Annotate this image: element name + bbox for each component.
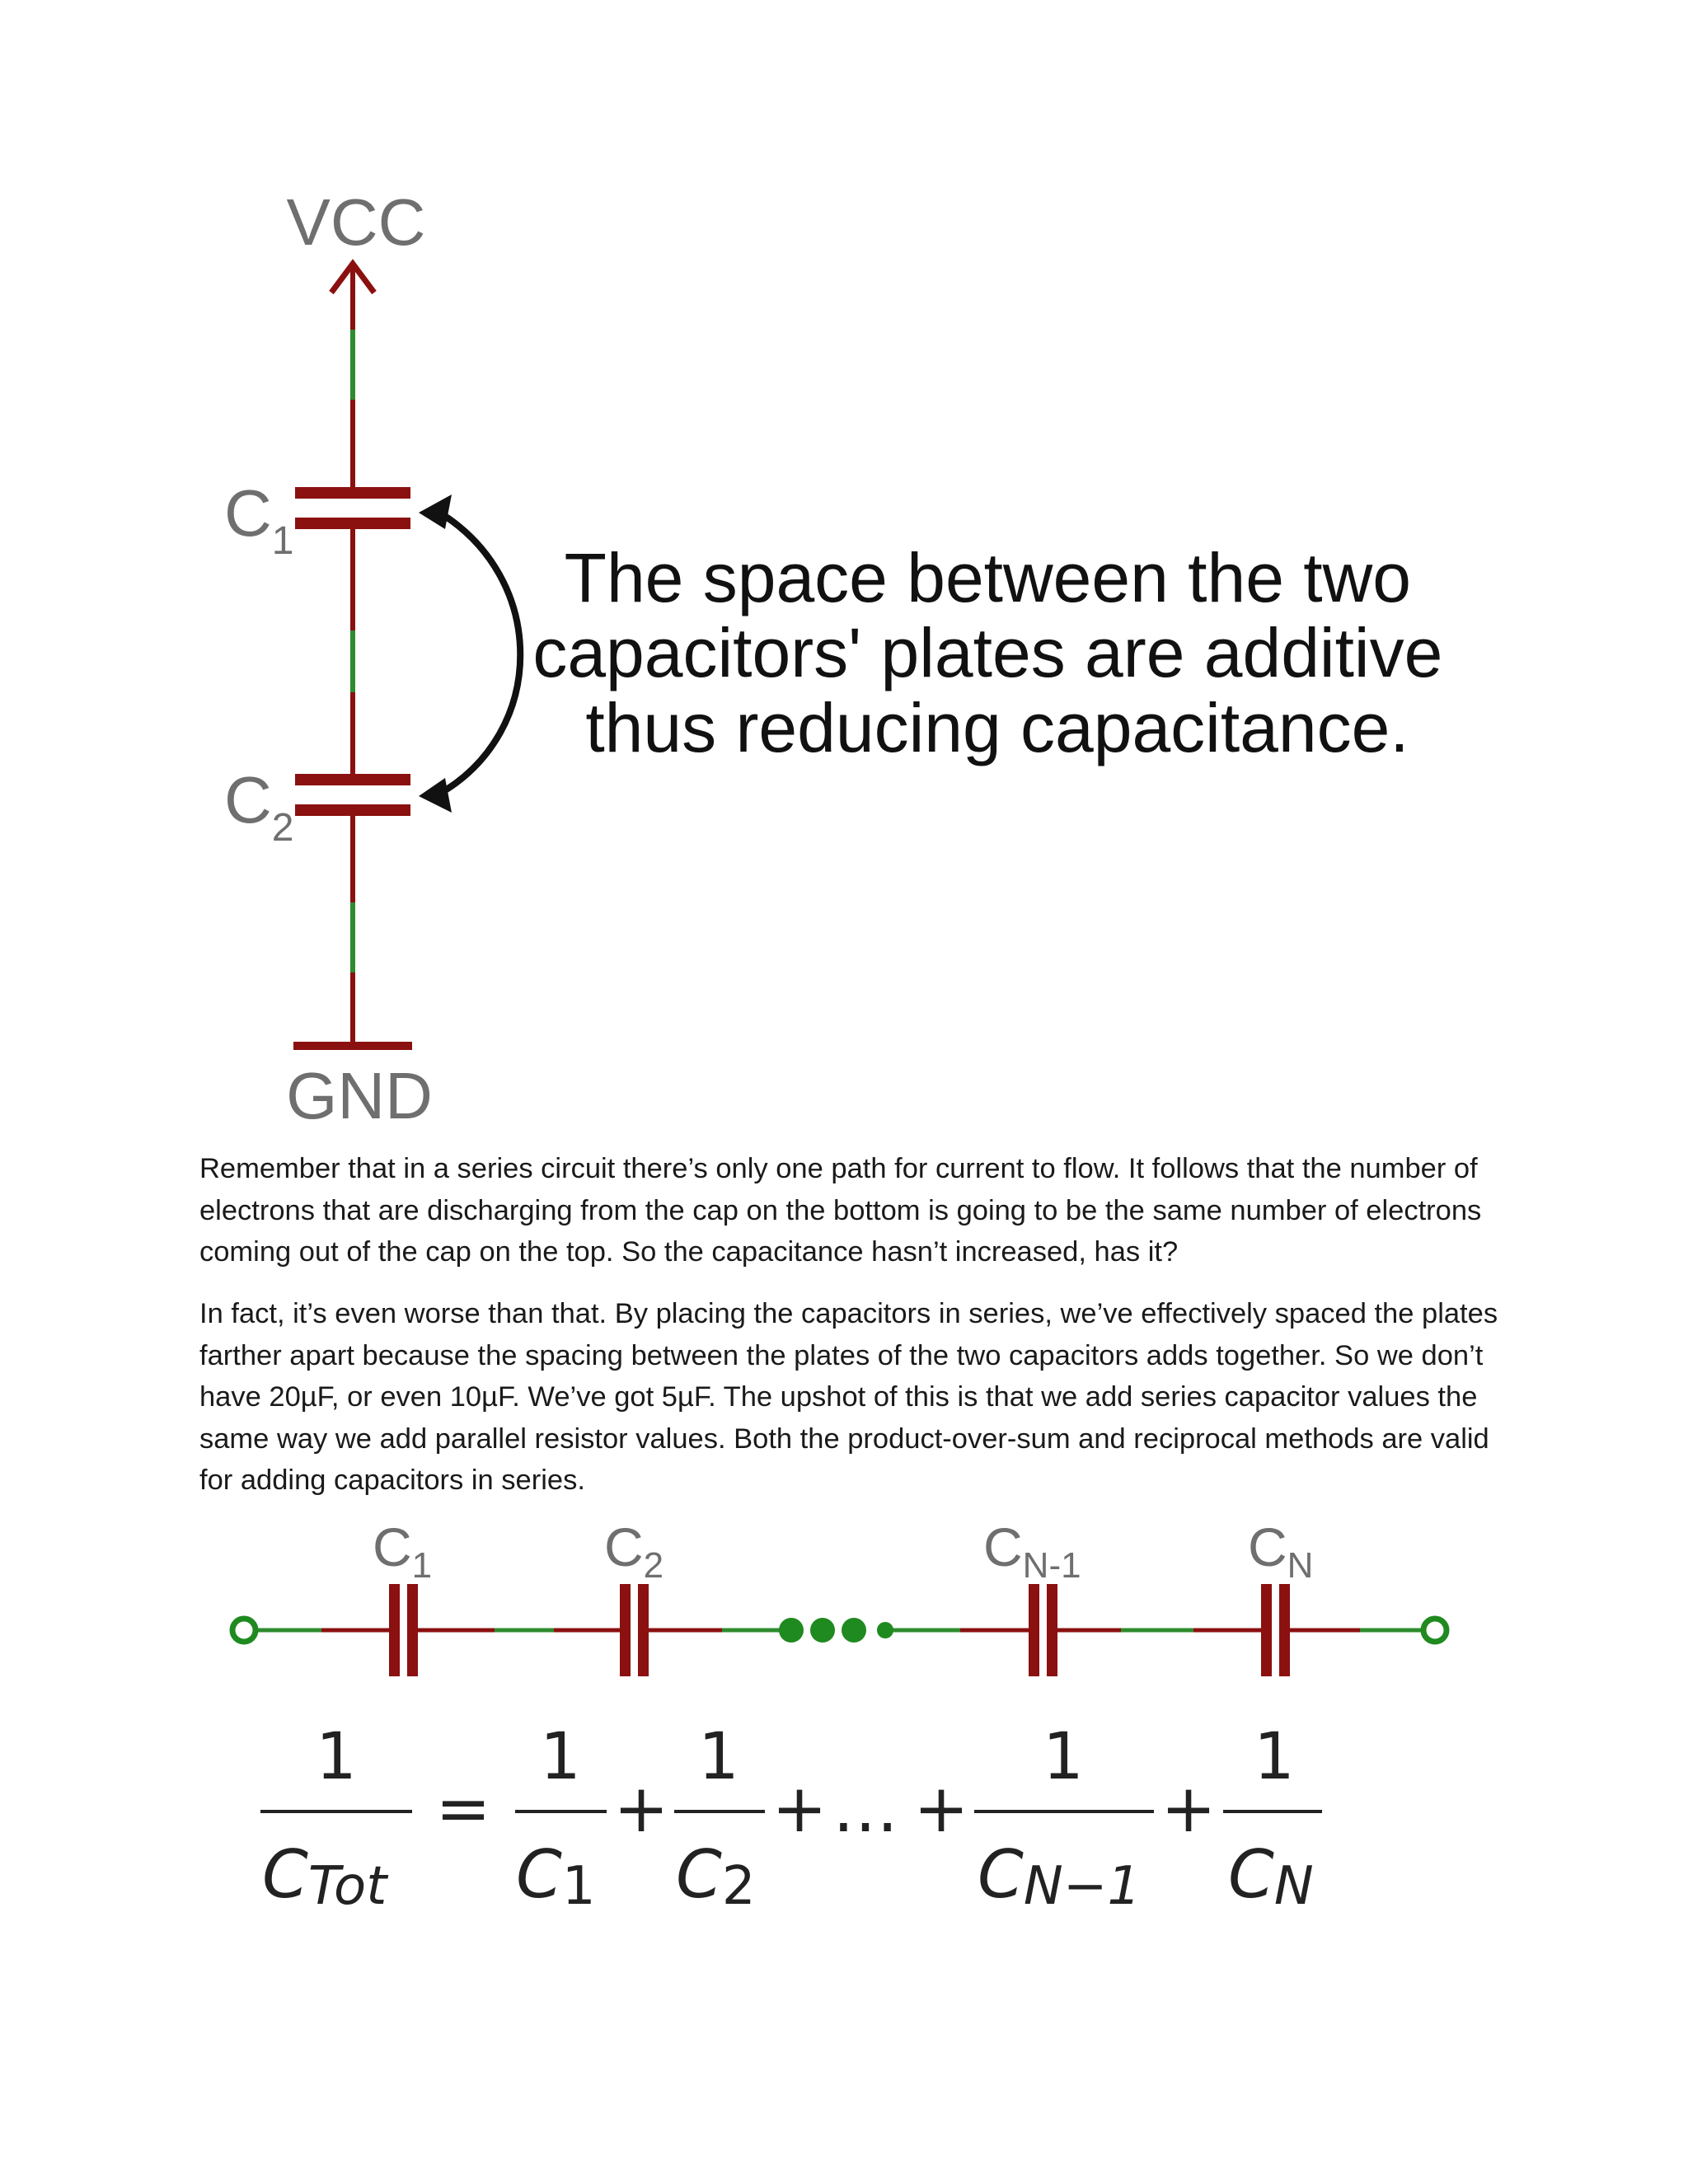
series-label-cn1-letter: C [983,1516,1023,1577]
plus-sign-2: + [771,1770,827,1847]
vcc-arrow-icon [329,259,377,295]
series-label-cn: CN [1248,1516,1313,1586]
term2-denominator: C2 [676,1836,756,1917]
callout-line-2: capacitors' plates are additive [532,614,1442,691]
series-label-c2-sub: 2 [644,1545,663,1586]
term1-numerator: 1 [540,1720,581,1794]
series-capacitance-formula: 1 CTot = 1 C1 + 1 C2 + … + 1 [260,1720,1322,1917]
capacitor-c2-symbol [295,774,410,816]
callout-line-3: thus reducing capacitance. [585,689,1409,766]
series-capacitor-schematic: VCC C1 C2 [224,185,1461,1132]
term4-denominator-letter: C [1228,1836,1274,1913]
formula-ellipsis: … [832,1770,898,1847]
series-label-cn1: CN-1 [983,1516,1081,1586]
term1-denominator-sub: 1 [562,1856,596,1917]
term2-numerator: 1 [698,1720,739,1794]
series-label-c2-letter: C [604,1516,644,1577]
callout-text: The space between the two capacitors' pl… [532,539,1461,766]
right-terminal-icon [1420,1615,1450,1645]
term4-denominator: CN [1228,1836,1314,1917]
ellipsis-dots-icon [779,1618,893,1643]
series-label-c2: C2 [604,1516,663,1586]
term3-denominator-letter: C [978,1836,1024,1913]
term2-denominator-letter: C [676,1836,722,1913]
ground-bar [293,1042,412,1050]
c2-label: C2 [224,763,293,850]
callout-line-1: The space between the two [565,539,1411,616]
c1-label-letter: C [224,476,272,550]
capacitor-c1-series-symbol [389,1584,418,1676]
series-label-c1-sub: 1 [412,1545,432,1586]
series-label-cn-letter: C [1248,1516,1287,1577]
lhs-denominator: CTot [262,1836,389,1917]
plus-sign-3: + [913,1770,968,1847]
paragraph-series-current: Remember that in a series circuit there’… [199,1153,1482,1268]
equals-sign: = [435,1770,490,1847]
term2-denominator-sub: 2 [722,1856,756,1917]
term3-numerator: 1 [1043,1720,1084,1794]
capacitor-c1-symbol [295,487,410,529]
c1-label: C1 [224,476,293,563]
term1-denominator-letter: C [516,1836,562,1913]
gnd-label: GND [286,1059,433,1132]
series-label-cn1-sub: N-1 [1023,1545,1081,1586]
term4-denominator-sub: N [1274,1856,1314,1917]
spacing-double-arrow-icon [419,494,524,813]
term4-numerator: 1 [1254,1720,1295,1794]
lhs-numerator: 1 [316,1720,357,1794]
capacitor-c2-series-symbol [620,1584,649,1676]
vcc-label: VCC [287,185,426,259]
term3-denominator: CN−1 [978,1836,1141,1917]
lhs-denominator-letter: C [262,1836,308,1913]
c1-label-subscript: 1 [272,519,294,563]
paragraph-series-spacing: In fact, it’s even worse than that. By p… [199,1298,1498,1496]
capacitor-cn1-series-symbol [1029,1584,1057,1676]
plus-sign-4: + [1160,1770,1216,1847]
term3-denominator-sub: N−1 [1024,1856,1141,1917]
plus-sign-1: + [613,1770,668,1847]
series-label-c1-letter: C [373,1516,412,1577]
lhs-denominator-sub: Tot [308,1856,389,1917]
series-label-cn-sub: N [1287,1545,1314,1586]
capacitor-cn-series-symbol [1261,1584,1290,1676]
left-terminal-icon [229,1615,259,1645]
term1-denominator: C1 [516,1836,596,1917]
c2-label-subscript: 2 [272,806,294,850]
series-label-c1: C1 [373,1516,432,1586]
c2-label-letter: C [224,763,272,837]
